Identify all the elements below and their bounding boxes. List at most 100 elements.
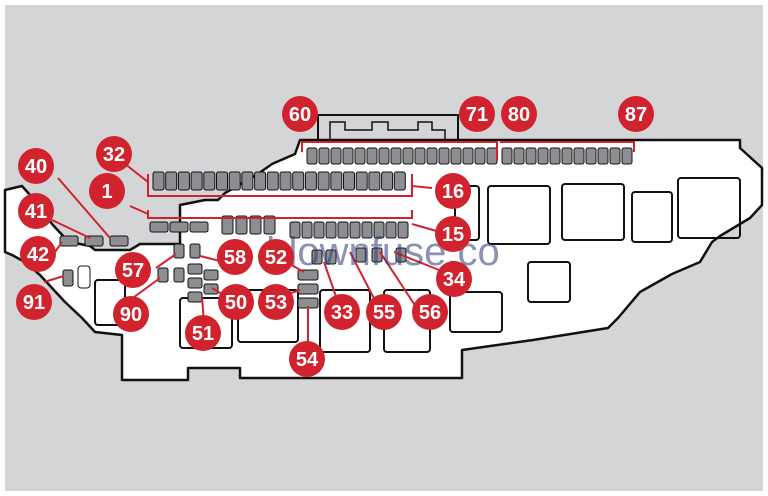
callout-circle xyxy=(435,173,471,209)
callout-number: 40 xyxy=(25,156,47,178)
callout-number: 41 xyxy=(25,201,47,223)
callout-circle xyxy=(258,239,294,275)
fuse-slot xyxy=(289,221,301,239)
callout-16: 16 xyxy=(435,173,471,209)
callout-circle xyxy=(324,294,360,330)
fuse-slot xyxy=(609,147,621,165)
relay-block xyxy=(527,261,571,303)
fuse-slot xyxy=(109,235,129,247)
fuse-slot xyxy=(203,171,216,191)
fuse-slot xyxy=(390,147,402,165)
fuse-slot xyxy=(355,247,367,263)
callout-circle xyxy=(459,96,495,132)
callout-number: 91 xyxy=(23,292,45,314)
callout-42: 42 xyxy=(20,236,56,272)
callout-circle xyxy=(16,284,52,320)
fuse-slot xyxy=(393,171,406,191)
callout-58: 58 xyxy=(217,239,253,275)
callout-circle xyxy=(258,284,294,320)
callout-circle xyxy=(282,96,318,132)
callout-number: 42 xyxy=(27,244,49,266)
callout-circle xyxy=(501,96,537,132)
fuse-slot xyxy=(462,147,474,165)
fuse-slot xyxy=(317,171,330,191)
callout-33: 33 xyxy=(324,294,360,330)
callout-50: 50 xyxy=(218,284,254,320)
callout-number: 34 xyxy=(443,269,466,291)
fuse-slot xyxy=(343,171,355,191)
callout-53: 53 xyxy=(258,284,294,320)
callout-number: 52 xyxy=(265,247,287,269)
callout-circle xyxy=(217,239,253,275)
fuse-slot xyxy=(173,243,185,259)
fuse-slot xyxy=(325,221,337,239)
callout-40: 40 xyxy=(18,148,54,184)
callout-circle xyxy=(89,173,125,209)
callout-51: 51 xyxy=(185,315,221,351)
callout-circle xyxy=(435,216,471,252)
fuse-slot-empty xyxy=(77,265,91,289)
fuse-slot xyxy=(304,171,317,191)
fuse-slot xyxy=(254,171,267,191)
callout-number: 87 xyxy=(625,104,647,126)
fuse-slot xyxy=(349,221,361,239)
fuse-slot xyxy=(187,291,203,303)
callout-circle xyxy=(18,193,54,229)
fuse-slot xyxy=(337,221,349,239)
fuse-slot xyxy=(301,221,313,239)
callout-circle xyxy=(436,261,472,297)
callout-number: 57 xyxy=(122,260,144,282)
fuse-slot xyxy=(318,147,330,165)
fuse-slot xyxy=(313,221,325,239)
callout-number: 71 xyxy=(466,104,488,126)
fuse-slot xyxy=(561,147,573,165)
callout-90: 90 xyxy=(113,296,149,332)
fuse-slot xyxy=(597,147,609,165)
callout-circle xyxy=(218,284,254,320)
callout-circle xyxy=(618,96,654,132)
callout-32: 32 xyxy=(96,136,132,172)
fuse-slot xyxy=(397,221,409,239)
callout-80: 80 xyxy=(501,96,537,132)
callout-circle xyxy=(96,136,132,172)
fuse-slot xyxy=(157,267,169,283)
callout-71: 71 xyxy=(459,96,495,132)
callout-circle xyxy=(412,294,448,330)
fuse-slot xyxy=(414,147,426,165)
fuse-slot xyxy=(279,171,292,191)
fuse-slot xyxy=(203,283,219,295)
callout-15: 15 xyxy=(435,216,471,252)
fuse-slot xyxy=(486,147,498,165)
fuse-slot xyxy=(354,147,366,165)
fuse-slot xyxy=(342,147,354,165)
callout-number: 80 xyxy=(508,104,530,126)
callout-number: 54 xyxy=(296,349,319,371)
fuse-slot xyxy=(228,171,241,191)
callout-number: 32 xyxy=(103,144,125,166)
fuse-slot xyxy=(187,263,203,275)
top-connector-detail xyxy=(329,121,446,140)
callout-number: 90 xyxy=(120,304,142,326)
fuse-slot xyxy=(221,215,234,235)
fuse-slot xyxy=(402,147,414,165)
leader-line xyxy=(129,277,161,301)
callout-41: 41 xyxy=(18,193,54,229)
fuse-slot xyxy=(381,171,394,191)
fuse-slot xyxy=(373,221,385,239)
callout-34: 34 xyxy=(436,261,472,297)
callout-circle xyxy=(20,236,56,272)
callout-number: 56 xyxy=(419,302,441,324)
fuse-slot xyxy=(330,147,342,165)
fuse-slot xyxy=(311,249,323,265)
callout-number: 51 xyxy=(192,323,214,345)
fuse-slot xyxy=(216,171,228,191)
callout-circle xyxy=(115,252,151,288)
fuse-slot xyxy=(366,147,378,165)
fuse-slot xyxy=(149,221,169,233)
housing-detail xyxy=(449,291,503,333)
fuse-slot xyxy=(573,147,585,165)
callout-circle xyxy=(18,148,54,184)
fuse-slot xyxy=(474,147,486,165)
